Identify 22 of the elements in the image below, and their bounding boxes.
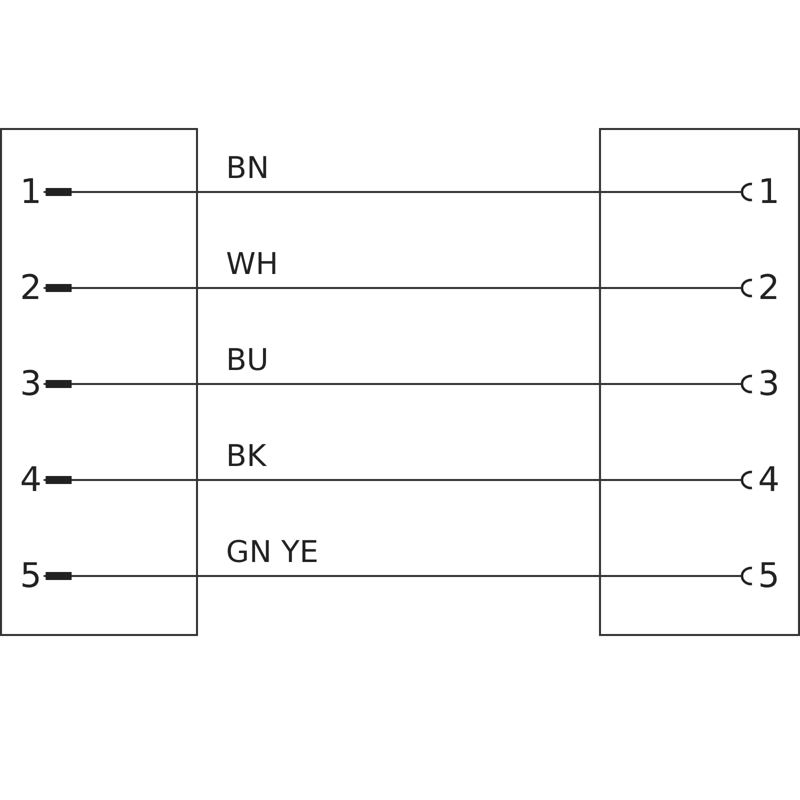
edge-label: BU bbox=[226, 344, 269, 378]
edge-label: GN YE bbox=[226, 536, 319, 570]
pin-number: 2 bbox=[20, 268, 42, 308]
edge-label: BK bbox=[226, 440, 266, 474]
edge-label: WH bbox=[226, 248, 278, 282]
wire bbox=[44, 566, 754, 586]
pin-number: 2 bbox=[758, 268, 780, 308]
pin-number: 1 bbox=[758, 172, 780, 212]
wire bbox=[44, 470, 754, 490]
pin-number: 4 bbox=[758, 460, 780, 500]
wire bbox=[44, 374, 754, 394]
connector-housing bbox=[0, 128, 198, 636]
connector-housing bbox=[599, 128, 800, 636]
wire bbox=[44, 182, 754, 202]
edge-label: BN bbox=[226, 152, 270, 186]
pin-number: 1 bbox=[20, 172, 42, 212]
pin-number: 3 bbox=[20, 364, 42, 404]
pin-number: 3 bbox=[758, 364, 780, 404]
pin-number: 5 bbox=[758, 556, 780, 596]
pin-number: 4 bbox=[20, 460, 42, 500]
pin-number: 5 bbox=[20, 556, 42, 596]
wire bbox=[44, 278, 754, 298]
